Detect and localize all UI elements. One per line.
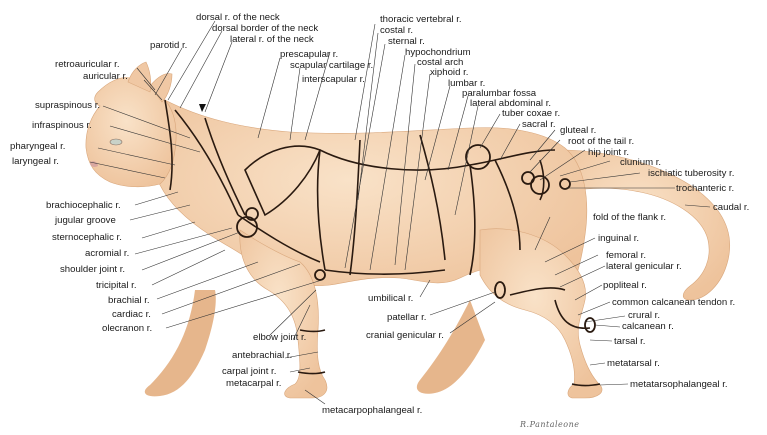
label-xiphoid: xiphoid r.	[430, 67, 468, 78]
label-dorsal-border-neck: dorsal border of the neck	[212, 23, 318, 34]
label-metacarpophalangeal: metacarpophalangeal r.	[322, 405, 422, 416]
label-popliteal: popliteal r.	[603, 280, 647, 291]
label-pharyngeal: pharyngeal r.	[10, 141, 65, 152]
label-inguinal: inguinal r.	[598, 233, 639, 244]
label-sternal: sternal r.	[388, 36, 425, 47]
cat-eye	[110, 139, 122, 145]
label-sacral: sacral r.	[522, 119, 556, 130]
label-brachiocephalic: brachiocephalic r.	[46, 200, 121, 211]
label-brachial: brachial r.	[108, 295, 150, 306]
label-tarsal: tarsal r.	[614, 336, 645, 347]
label-umbilical: umbilical r.	[368, 293, 413, 304]
label-trochanteric: trochanteric r.	[676, 183, 734, 194]
label-femoral: femoral r.	[606, 250, 646, 261]
label-scapular-cartilage: scapular cartilage r.	[290, 60, 373, 71]
label-metatarsal: metatarsal r.	[607, 358, 660, 369]
label-costal: costal r.	[380, 25, 413, 36]
label-metatarsophalangeal: metatarsophalangeal r.	[630, 379, 728, 390]
label-lateral-genicular: lateral genicular r.	[606, 261, 682, 272]
dorsal-border-arrow-icon	[199, 104, 206, 112]
label-antebrachial: antebrachial r.	[232, 350, 292, 361]
label-tuber-coxae: tuber coxae r.	[502, 108, 560, 119]
label-ischiatic-tuberosity: ischiatic tuberosity r.	[648, 168, 734, 179]
label-parotid: parotid r.	[150, 40, 187, 51]
label-crural: crural r.	[628, 310, 660, 321]
label-shoulder-joint: shoulder joint r.	[60, 264, 125, 275]
label-clunium: clunium r.	[620, 157, 661, 168]
label-supraspinous: supraspinous r.	[35, 100, 100, 111]
label-interscapular: interscapular r.	[302, 74, 365, 85]
label-auricular: auricular r.	[83, 71, 128, 82]
label-retroauricular: retroauricular r.	[55, 59, 120, 70]
label-patellar: patellar r.	[387, 312, 426, 323]
label-lateral-neck: lateral r. of the neck	[230, 34, 314, 45]
label-laryngeal: laryngeal r.	[12, 156, 59, 167]
label-common-calcanean: common calcanean tendon r.	[612, 297, 735, 308]
label-carpal-joint: carpal joint r.	[222, 366, 276, 377]
label-elbow-joint: elbow joint r.	[253, 332, 306, 343]
label-infraspinous: infraspinous r.	[32, 120, 92, 131]
label-acromial: acromial r.	[85, 248, 129, 259]
label-calcanean: calcanean r.	[622, 321, 674, 332]
label-caudal: caudal r.	[713, 202, 749, 213]
label-sternocephalic: sternocephalic r.	[52, 232, 122, 243]
label-root-tail: root of the tail r.	[568, 136, 634, 147]
near-hindleg	[480, 229, 602, 398]
label-cranial-genicular: cranial genicular r.	[366, 330, 444, 341]
artist-signature: R.Pantaleone	[520, 420, 580, 429]
label-jugular-groove: jugular groove	[55, 215, 116, 226]
label-olecranon: olecranon r.	[102, 323, 152, 334]
label-tricipital: tricipital r.	[96, 280, 137, 291]
label-thoracic-vertebral: thoracic vertebral r.	[380, 14, 462, 25]
label-dorsal-neck: dorsal r. of the neck	[196, 12, 280, 23]
label-prescapular: prescapular r.	[280, 49, 338, 60]
label-fold-flank: fold of the flank r.	[593, 212, 666, 223]
label-metacarpal: metacarpal r.	[226, 378, 281, 389]
far-hindleg	[417, 300, 485, 394]
label-gluteal: gluteal r.	[560, 125, 596, 136]
calcanean-ellipse	[585, 318, 595, 332]
label-cardiac: cardiac r.	[112, 309, 151, 320]
far-foreleg	[145, 290, 216, 396]
